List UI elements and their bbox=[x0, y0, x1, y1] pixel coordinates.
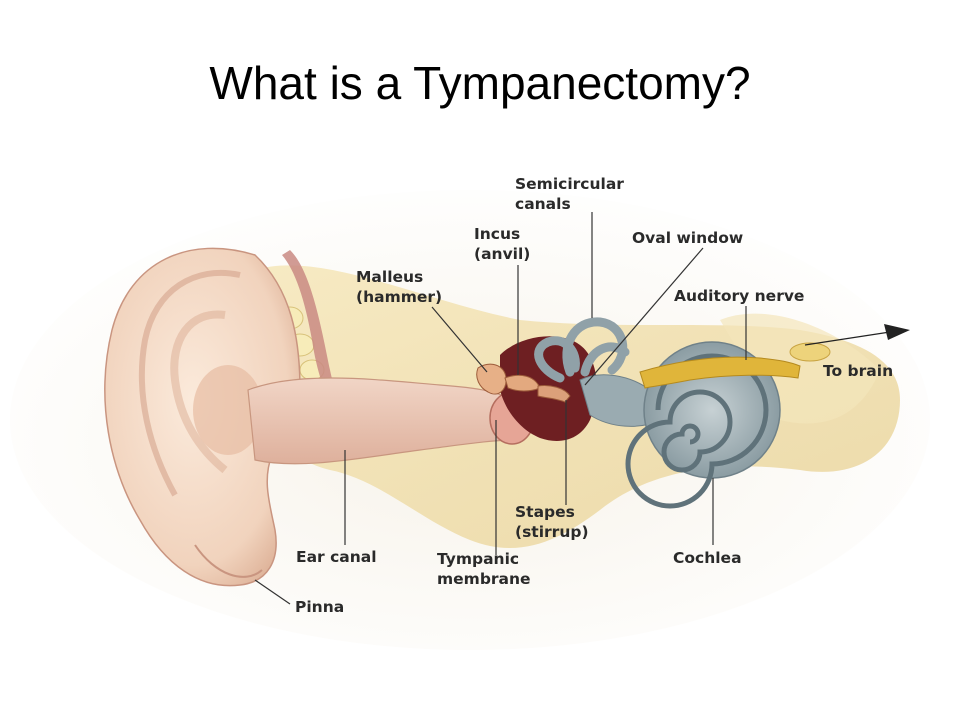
label-malleus-line1: Malleus bbox=[356, 268, 424, 286]
ossicles bbox=[476, 363, 571, 403]
leader-lines bbox=[254, 212, 747, 605]
label-cochlea-text: Cochlea bbox=[673, 549, 742, 567]
label-to-brain-text: To brain bbox=[823, 362, 894, 380]
label-tympanic-line2: membrane bbox=[437, 570, 531, 588]
label-incus-line1: Incus bbox=[474, 225, 521, 243]
semicircular-canals-shape bbox=[534, 317, 630, 383]
label-pinna-text: Pinna bbox=[295, 598, 345, 616]
label-auditory-nerve: Auditory nerve bbox=[674, 286, 804, 306]
label-stapes-line2: (stirrup) bbox=[515, 523, 589, 541]
label-incus: Incus (anvil) bbox=[474, 224, 530, 264]
slide-title: What is a Tympanectomy? bbox=[209, 57, 751, 109]
label-semicircular-line2: canals bbox=[515, 195, 571, 213]
muscle-strip bbox=[282, 250, 360, 428]
label-oval-window: Oval window bbox=[632, 228, 743, 248]
label-tympanic-membrane: Tympanic membrane bbox=[437, 549, 531, 589]
label-auditory-nerve-text: Auditory nerve bbox=[674, 287, 805, 305]
label-semicircular-line1: Semicircular bbox=[515, 175, 624, 193]
label-malleus: Malleus (hammer) bbox=[356, 267, 442, 307]
pinna-shape bbox=[104, 247, 301, 587]
to-brain-arrow bbox=[804, 324, 910, 346]
label-to-brain: To brain bbox=[823, 361, 893, 381]
label-ear-canal-text: Ear canal bbox=[296, 548, 377, 566]
label-semicircular-canals: Semicircular canals bbox=[515, 174, 624, 214]
label-malleus-line2: (hammer) bbox=[356, 288, 443, 306]
label-ear-canal: Ear canal bbox=[296, 547, 377, 567]
label-incus-line2: (anvil) bbox=[474, 245, 531, 263]
label-stapes-line1: Stapes bbox=[515, 503, 575, 521]
label-stapes: Stapes (stirrup) bbox=[515, 502, 589, 542]
auditory-nerve-shape bbox=[639, 342, 831, 389]
label-cochlea: Cochlea bbox=[673, 548, 742, 568]
label-pinna: Pinna bbox=[295, 597, 344, 617]
label-tympanic-line1: Tympanic bbox=[437, 550, 520, 568]
label-oval-window-text: Oval window bbox=[632, 229, 744, 247]
